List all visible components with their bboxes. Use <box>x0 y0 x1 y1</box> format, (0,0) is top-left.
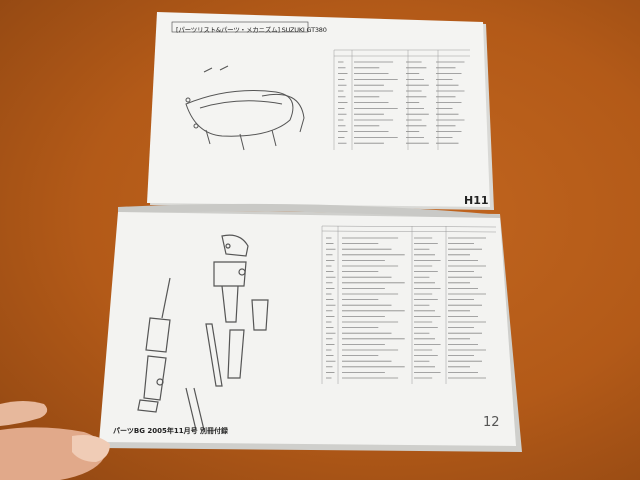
top-table-rows <box>338 61 465 144</box>
top-parts-table <box>333 49 470 150</box>
front-fork-diagram <box>137 234 269 431</box>
book-fold-shadow <box>118 203 500 222</box>
header-label: [パーツリスト&パーツ・メカニズム] SUZUKI GT380 <box>176 26 327 34</box>
footer-label: パーツBG 2005年11月号 別冊付録 <box>113 427 229 435</box>
bottom-page <box>99 212 516 446</box>
seat-diagram <box>185 65 305 151</box>
top-page <box>147 12 490 207</box>
header-box <box>171 21 309 33</box>
page-number: 12 <box>483 415 500 430</box>
thumbnail <box>72 435 110 462</box>
hand-fingers <box>0 401 48 426</box>
page-code: H11 <box>464 194 489 207</box>
bottom-table-rows <box>326 237 486 379</box>
bottom-parts-table <box>321 225 497 384</box>
